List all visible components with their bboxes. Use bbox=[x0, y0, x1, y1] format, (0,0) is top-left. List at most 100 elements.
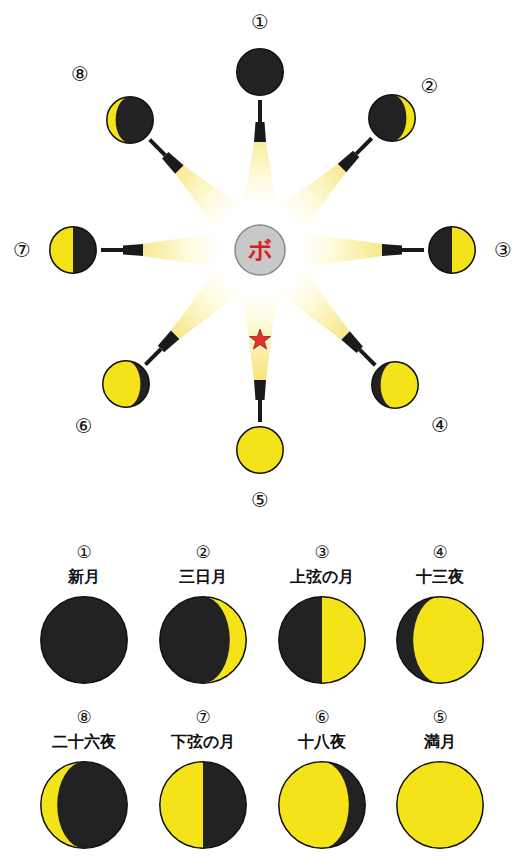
moon-base bbox=[41, 762, 127, 848]
callout-number: ⑧ bbox=[76, 708, 91, 727]
phase-name: 下弦の月 bbox=[171, 733, 235, 751]
moon-phase: ③上弦の月 bbox=[278, 596, 366, 684]
moon-disc bbox=[236, 48, 284, 96]
moon-outline bbox=[50, 227, 96, 273]
moon-lit bbox=[413, 597, 483, 683]
moon-lit bbox=[160, 762, 203, 848]
callout-number: ① bbox=[251, 11, 269, 33]
moon-lit bbox=[41, 762, 84, 848]
callout-number: ① bbox=[76, 543, 91, 562]
callout-number: ⑥ bbox=[75, 415, 93, 437]
moon-disc bbox=[40, 761, 128, 849]
moon-disc bbox=[278, 596, 366, 684]
moon-lit bbox=[203, 597, 246, 683]
moon-disc bbox=[49, 226, 97, 274]
center-circle: ボ bbox=[234, 224, 286, 276]
callout-number: ⑦ bbox=[195, 708, 210, 727]
moon-base bbox=[279, 762, 365, 848]
phase-name: 二十六夜 bbox=[52, 733, 116, 751]
phase-name: 満月 bbox=[424, 733, 456, 751]
red-star bbox=[250, 329, 271, 349]
moon-base bbox=[237, 49, 283, 95]
moon-disc bbox=[278, 761, 366, 849]
moon-disc bbox=[428, 226, 476, 274]
phase-name: 上弦の月 bbox=[290, 568, 354, 586]
moon-disc bbox=[40, 596, 128, 684]
callout-number: ③ bbox=[314, 543, 329, 562]
callout-number: ③ bbox=[494, 239, 512, 261]
moon-base bbox=[107, 97, 153, 143]
phase-name: 十三夜 bbox=[416, 568, 464, 586]
moon-base bbox=[372, 362, 418, 408]
moon-phase: ⑥ bbox=[102, 360, 150, 408]
moon-outline bbox=[368, 95, 414, 141]
moon-lit bbox=[50, 227, 73, 273]
callout-number: ⑤ bbox=[251, 489, 269, 511]
moon-lit bbox=[452, 227, 475, 273]
moon-outline bbox=[397, 762, 483, 848]
moon-base bbox=[160, 597, 246, 683]
moon-outline bbox=[279, 597, 365, 683]
moon-base bbox=[160, 762, 246, 848]
moon-base bbox=[429, 227, 475, 273]
moon-phase: ④ bbox=[371, 361, 419, 409]
lamp bbox=[277, 267, 387, 377]
phase-name: 十八夜 bbox=[298, 733, 346, 751]
callout-number: ④ bbox=[432, 543, 447, 562]
moon-base bbox=[102, 361, 148, 407]
moon-outline bbox=[41, 597, 127, 683]
moon-disc bbox=[102, 360, 150, 408]
lamp bbox=[302, 233, 424, 267]
callout-number: ④ bbox=[431, 414, 449, 436]
moon-lit bbox=[322, 597, 365, 683]
moon-phase: ② bbox=[368, 94, 416, 142]
moon-phase: ⑦ bbox=[49, 226, 97, 274]
lamp bbox=[243, 100, 277, 208]
moon-outline bbox=[237, 427, 283, 473]
callout-number: ⑧ bbox=[71, 63, 89, 85]
moon-phase: ⑤満月 bbox=[396, 761, 484, 849]
moon-phase: ⑧二十六夜 bbox=[40, 761, 128, 849]
moon-disc bbox=[368, 94, 416, 142]
moon-base bbox=[368, 95, 414, 141]
phase-name: 新月 bbox=[68, 568, 100, 586]
moon-outline bbox=[237, 49, 283, 95]
moon-phase: ⑤ bbox=[236, 426, 284, 474]
moon-outline bbox=[41, 762, 127, 848]
lamp bbox=[133, 267, 242, 376]
moon-lit bbox=[107, 97, 130, 143]
lamp bbox=[138, 128, 243, 233]
moon-base bbox=[397, 597, 483, 683]
moon-disc bbox=[159, 761, 247, 849]
callout-number: ② bbox=[421, 75, 439, 97]
moon-outline bbox=[429, 227, 475, 273]
moon-disc bbox=[106, 96, 154, 144]
moon-base bbox=[41, 597, 127, 683]
moon-outline bbox=[279, 762, 365, 848]
moon-phase: ③ bbox=[428, 226, 476, 274]
circle-fill bbox=[235, 225, 285, 275]
moon-base bbox=[237, 427, 283, 473]
light-center bbox=[218, 208, 301, 291]
moon-outline bbox=[102, 361, 148, 407]
moon-disc bbox=[396, 596, 484, 684]
lamp bbox=[101, 233, 218, 267]
moon-lit bbox=[279, 762, 349, 848]
callout-number: ⑥ bbox=[314, 708, 329, 727]
moon-disc bbox=[371, 361, 419, 409]
moon-phase: ① bbox=[236, 48, 284, 96]
moon-phase: ⑥十八夜 bbox=[278, 761, 366, 849]
moon-disc bbox=[159, 596, 247, 684]
moon-lit bbox=[392, 95, 415, 141]
moon-phase: ⑦下弦の月 bbox=[159, 761, 247, 849]
moon-base bbox=[279, 597, 365, 683]
moon-outline bbox=[160, 597, 246, 683]
moon-outline bbox=[160, 762, 246, 848]
moon-base bbox=[50, 227, 96, 273]
moon-phase: ⑧ bbox=[106, 96, 154, 144]
moon-outline bbox=[372, 362, 418, 408]
moon-disc bbox=[396, 761, 484, 849]
moon-phase: ④十三夜 bbox=[396, 596, 484, 684]
moon-phase: ②三日月 bbox=[159, 596, 247, 684]
center-mark: ボ bbox=[248, 237, 273, 263]
